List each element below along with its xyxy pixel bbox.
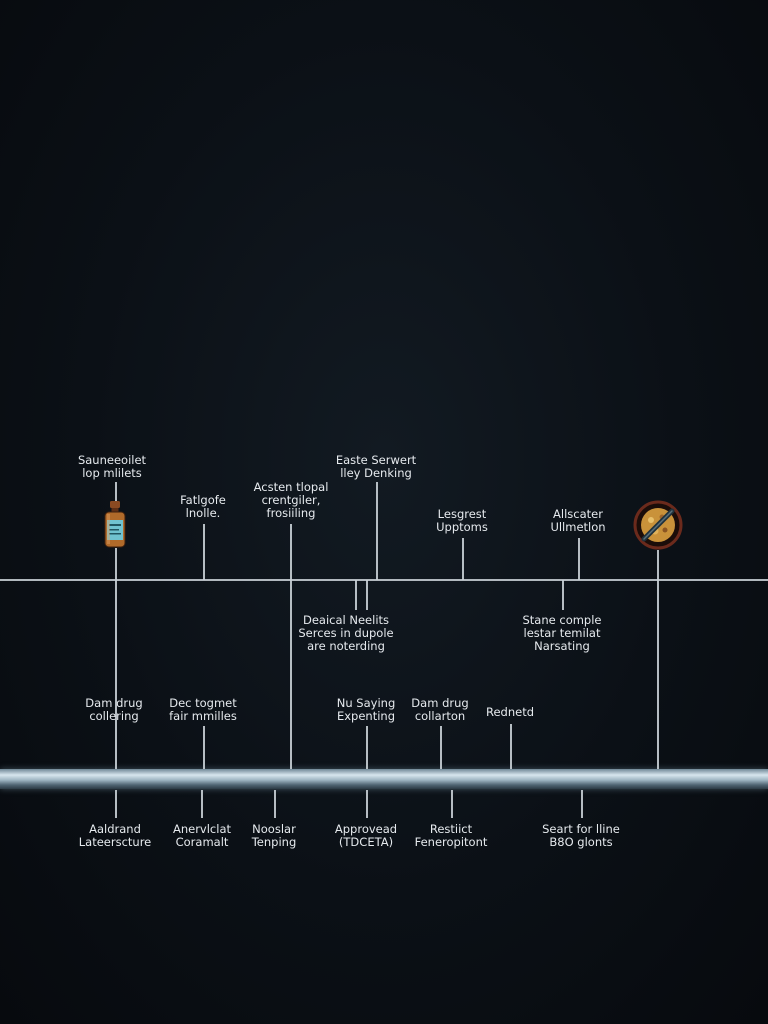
event-label-line: Feneropitont — [414, 835, 488, 849]
event-label-line: Lesgrest — [437, 507, 487, 521]
event-label-line: frosiiling — [266, 506, 316, 520]
event-label: Restiict Feneropitont — [415, 823, 488, 849]
event-label-line: Sauneeoilet — [77, 453, 147, 467]
connector-line — [562, 580, 564, 610]
main-timeline-axis — [0, 579, 768, 581]
event-label-line: Ullmetlon — [550, 520, 606, 534]
connector-line — [355, 580, 357, 610]
connector-line — [366, 580, 368, 610]
event-label: Rednetd — [486, 706, 534, 719]
event-label: Anervlclat Coramalt — [173, 823, 231, 849]
connector-line — [657, 550, 659, 769]
event-label-line: collarton — [414, 709, 466, 723]
event-label-line: B8O glonts — [549, 835, 613, 849]
event-label-line: Stane comple — [522, 613, 602, 627]
event-label: Allscater Ullmetlon — [550, 508, 605, 534]
event-label-line: Dam drug — [85, 696, 143, 710]
event-label: Sauneeoilet lop mlilets — [78, 454, 146, 480]
event-label-line: Deaical Neelits — [302, 613, 390, 627]
connector-line — [201, 790, 203, 818]
event-label-line: crentgiler, — [261, 493, 321, 507]
event-label-line: Anervlclat — [172, 822, 232, 836]
event-label-line: Nu Saying — [336, 696, 396, 710]
event-label: Approvead (TDCETA) — [335, 823, 397, 849]
connector-line — [203, 524, 205, 580]
event-label-line: Acsten tlopal — [253, 480, 329, 494]
event-label-line: Easte Serwert — [335, 453, 417, 467]
event-label-line: lestar temilat — [523, 626, 601, 640]
event-label-line: Seart for lline — [542, 822, 620, 836]
event-label-line: Nooslar — [252, 822, 296, 836]
event-label-line: Narsating — [534, 639, 590, 653]
connector-line — [581, 790, 583, 818]
event-label-line: Dam drug — [411, 696, 469, 710]
connector-line — [578, 538, 580, 580]
event-label-line: fair mmilles — [169, 709, 237, 723]
event-label-line: Expenting — [336, 709, 396, 723]
connector-line — [462, 538, 464, 580]
event-label-line: Serces in dupole — [298, 626, 394, 640]
event-label-line: Upptoms — [436, 520, 488, 534]
event-label: Lesgrest Upptoms — [436, 508, 488, 534]
event-label: Deaical Neelits Serces in dupole are not… — [298, 614, 393, 653]
event-label: Nooslar Tenping — [252, 823, 297, 849]
event-label-line: (TDCETA) — [338, 835, 394, 849]
event-label-line: are noterding — [307, 639, 385, 653]
connector-line — [366, 790, 368, 818]
event-label-line: Rednetd — [485, 705, 535, 719]
event-label: Fatlgofe lnolle. — [180, 494, 226, 520]
event-label: Easte Serwert lley Denking — [336, 454, 416, 480]
prohibited-badge-icon — [633, 500, 683, 550]
event-label: Dam drug collarton — [411, 697, 468, 723]
event-label-line: Coramalt — [175, 835, 229, 849]
connector-line — [366, 726, 368, 769]
event-label: Dam drug collering — [85, 697, 142, 723]
connector-line — [115, 790, 117, 818]
medicine-bottle-icon — [104, 501, 126, 548]
pipe-rail — [0, 769, 768, 789]
event-label-line: Lateerscture — [78, 835, 152, 849]
event-label-line: Restiict — [429, 822, 473, 836]
connector-line — [115, 482, 117, 504]
event-label-line: lop mlilets — [82, 466, 142, 480]
connector-line — [203, 726, 205, 769]
connector-line — [376, 482, 378, 580]
event-label-line: Fatlgofe — [180, 493, 226, 507]
event-label-line: collering — [89, 709, 139, 723]
event-label: Nu Saying Expenting — [337, 697, 395, 723]
event-label-line: Dec togmet — [169, 696, 237, 710]
connector-line — [510, 724, 512, 769]
event-label: Aaldrand Lateerscture — [79, 823, 152, 849]
connector-line — [115, 548, 117, 769]
event-label: Seart for lline B8O glonts — [542, 823, 620, 849]
event-label-line: Approvead — [334, 822, 398, 836]
connector-line — [440, 726, 442, 769]
event-label-line: lnolle. — [185, 506, 221, 520]
event-label: Acsten tlopal crentgiler, frosiiling — [254, 481, 329, 520]
connector-line — [290, 524, 292, 769]
event-label-line: Allscater — [553, 507, 603, 521]
connector-line — [274, 790, 276, 818]
event-label-line: Tenping — [251, 835, 297, 849]
event-label-line: Aaldrand — [89, 822, 141, 836]
event-label-line: lley Denking — [340, 466, 412, 480]
event-label: Stane comple lestar temilat Narsating — [522, 614, 601, 653]
event-label: Dec togmet fair mmilles — [169, 697, 237, 723]
connector-line — [451, 790, 453, 818]
